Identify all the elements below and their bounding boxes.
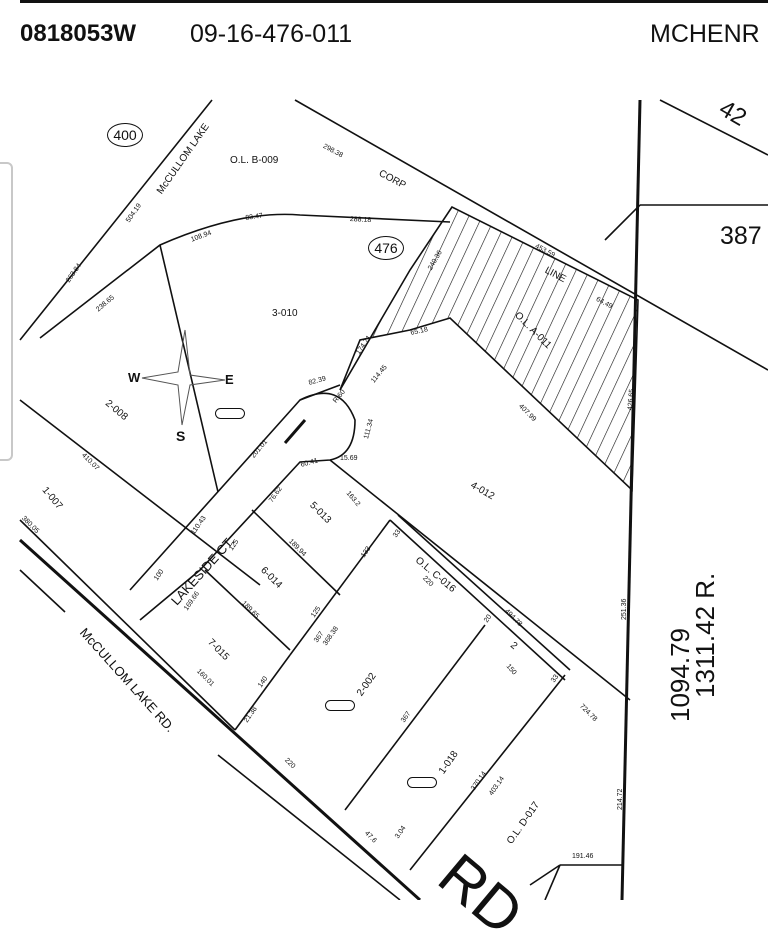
neighbor-block-387: 387 <box>720 222 762 250</box>
dim-label: 251.36 <box>621 598 628 620</box>
dim-label: 191.46 <box>572 853 594 860</box>
dim-label: 15.69 <box>340 455 358 462</box>
block-number-476: 476 <box>368 236 404 260</box>
pin-number: 0818053W <box>20 20 137 47</box>
compass-west: W <box>128 370 141 385</box>
address-tag <box>325 700 355 711</box>
lot-olb: O.L. B-009 <box>230 155 279 166</box>
address-tag <box>407 777 437 788</box>
dim-label: 214.72 <box>617 788 624 810</box>
compass-east: E <box>225 372 234 387</box>
township-name: MCHENR <box>650 20 760 48</box>
header-rule <box>20 0 768 3</box>
compass-south: S <box>176 428 186 444</box>
block-number-400: 400 <box>107 123 143 147</box>
dim-label: 288.18 <box>349 216 372 225</box>
address-tag <box>215 408 245 419</box>
side-panel-handle[interactable] <box>0 162 13 461</box>
section-dim-1311: 1311.42 R. <box>690 572 720 698</box>
lot-3-010: 3-010 <box>272 308 298 319</box>
compass-star-icon <box>141 329 226 426</box>
parcel-id: 09-16-476-011 <box>190 20 353 48</box>
plat-linework <box>18 99 768 900</box>
